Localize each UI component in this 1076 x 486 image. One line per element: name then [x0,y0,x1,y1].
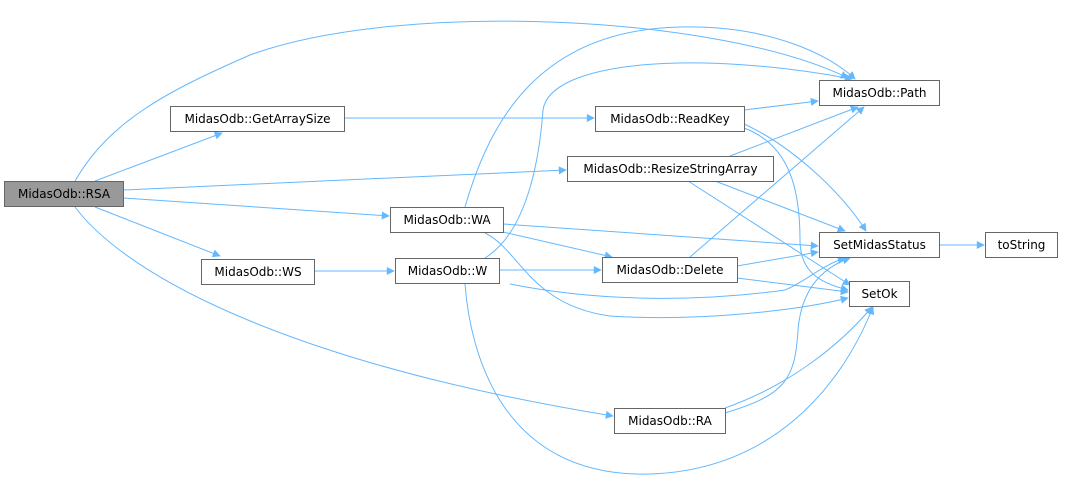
node-setmidasstatus[interactable]: SetMidasStatus [819,232,940,258]
edge-delete-setok [736,277,849,296]
node-wa[interactable]: MidasOdb::WA [390,207,504,233]
node-getarraysize[interactable]: MidasOdb::GetArraySize [170,106,345,132]
edge-readkey-setmidasstatus [743,123,867,232]
node-tostring[interactable]: toString [985,232,1058,258]
node-readkey[interactable]: MidasOdb::ReadKey [595,106,745,132]
node-resizestringarray[interactable]: MidasOdb::ResizeStringArray [567,156,774,182]
edge-rsa-resizestringarray [122,166,567,191]
node-path[interactable]: MidasOdb::Path [819,80,940,106]
edge-wa-path [464,26,856,208]
edge-resizestringarray-path [729,105,859,157]
edge-w-path [484,62,853,259]
node-ra[interactable]: MidasOdb::RA [614,408,726,434]
node-setok[interactable]: SetOk [849,281,910,307]
edge-rsa-wa [122,197,390,220]
edge-wa-delete [502,231,613,260]
edge-rsa-path [74,20,849,182]
edge-w-setok [464,283,875,475]
edge-ra-setok [724,306,873,409]
edge-resizestringarray-setmidasstatus [714,180,846,233]
node-w[interactable]: MidasOdb::W [395,258,500,284]
edge-w-setmidasstatus [509,256,846,299]
node-ws[interactable]: MidasOdb::WS [201,259,315,285]
edge-wa-setok [484,232,849,319]
edge-readkey-path [743,97,819,111]
node-delete[interactable]: MidasOdb::Delete [602,257,738,283]
edge-ra-setmidasstatus [724,256,851,414]
node-rsa[interactable]: MidasOdb::RSA [4,181,124,207]
edge-delete-path [689,106,865,258]
edge-readkey-setok [743,127,849,293]
edge-rsa-ws [94,206,221,258]
edge-rsa-ra [74,206,614,419]
edge-rsa-getarraysize [94,131,223,182]
edge-delete-setmidasstatus [736,249,819,267]
edge-wa-setmidasstatus [502,223,819,250]
